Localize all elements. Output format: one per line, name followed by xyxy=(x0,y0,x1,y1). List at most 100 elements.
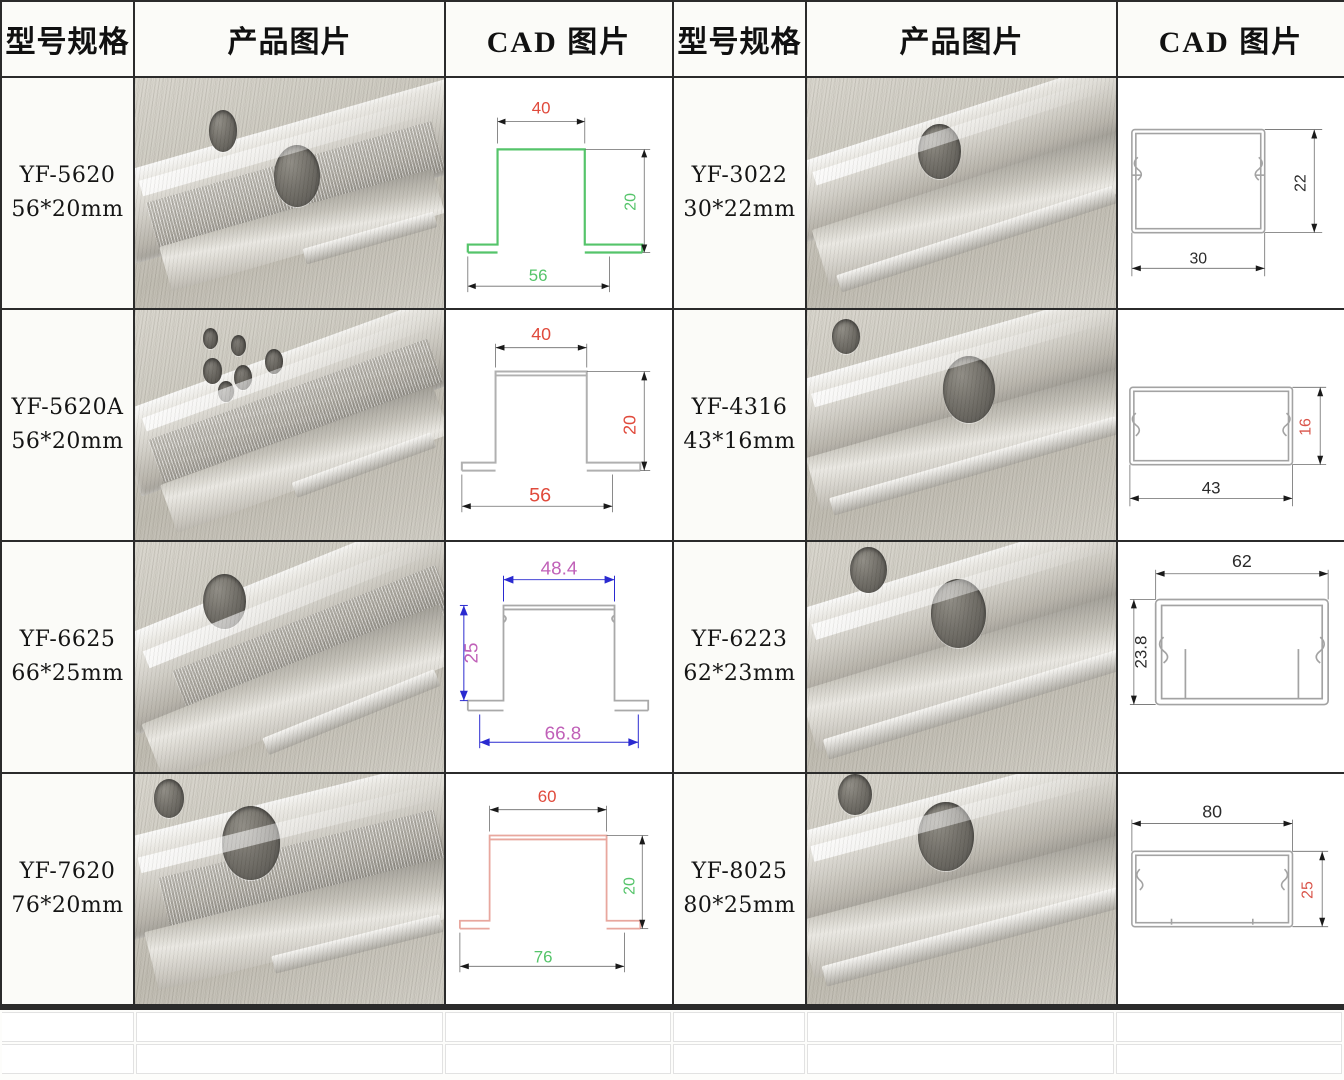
cad-profile-drawing: 60 20 76 xyxy=(446,774,672,1004)
profile-outline xyxy=(458,834,642,930)
table-row: YF-6625 66*25mm xyxy=(0,540,1344,774)
cad-top-dimension: 48.4 xyxy=(541,558,578,579)
header-cad-left: CAD 图片 xyxy=(444,0,674,78)
cad-top-dimension: 40 xyxy=(532,99,551,118)
cad-profile-drawing: 40 20 56 xyxy=(446,78,672,308)
empty-cell xyxy=(672,1044,805,1074)
aluminium-box-photo xyxy=(807,310,1116,540)
dimension-lines xyxy=(459,805,649,973)
model-size: 30*22mm xyxy=(683,197,796,222)
cad-drawing-cell: 16 43 xyxy=(1116,308,1344,542)
product-photo-cell xyxy=(805,772,1118,1006)
model-cell: YF-6223 62*23mm xyxy=(672,540,807,774)
aluminium-box-photo xyxy=(807,774,1116,1004)
header-photo-right: 产品图片 xyxy=(805,0,1118,78)
model-cell: YF-7620 76*20mm xyxy=(0,772,135,1006)
cad-side-dimension: 22 xyxy=(1292,174,1309,192)
empty-row xyxy=(2,1044,1342,1074)
model-size: 56*20mm xyxy=(11,429,124,454)
cad-profile-drawing: 16 43 xyxy=(1118,310,1344,540)
aluminium-channel-photo xyxy=(135,78,444,308)
model-size: 56*20mm xyxy=(11,197,124,222)
aluminium-box-photo xyxy=(807,542,1116,772)
cad-bottom-dimension: 56 xyxy=(529,484,551,506)
profile-outline xyxy=(466,148,644,254)
model-cell: YF-4316 43*16mm xyxy=(672,308,807,542)
empty-cell xyxy=(1116,1044,1342,1074)
header-photo-left: 产品图片 xyxy=(133,0,446,78)
empty-row xyxy=(2,1012,1342,1042)
dimension-lines xyxy=(1131,129,1323,277)
table-bottom-border xyxy=(0,1006,1344,1010)
empty-cell xyxy=(672,1012,805,1042)
model-code: YF-3022 xyxy=(691,162,788,188)
cad-bottom-dimension: 76 xyxy=(534,947,553,966)
product-photo-cell xyxy=(805,76,1118,310)
model-size: 66*25mm xyxy=(11,661,124,686)
model-size: 62*23mm xyxy=(683,661,796,686)
empty-cell xyxy=(135,1044,444,1074)
header-model-right: 型号规格 xyxy=(672,0,807,78)
profile-outline xyxy=(460,370,642,472)
cad-side-dimension: 16 xyxy=(1297,418,1314,436)
model-size: 76*20mm xyxy=(11,893,124,918)
aluminium-box-photo xyxy=(807,78,1116,308)
cad-drawing-cell: 48.4 25 66.8 xyxy=(444,540,674,774)
cad-bottom-dimension: 66.8 xyxy=(545,722,582,743)
cad-side-dimension: 25 xyxy=(461,643,482,664)
cad-side-dimension: 25 xyxy=(1299,881,1316,899)
specification-table: 型号规格 产品图片 CAD 图片 型号规格 产品图片 CAD 图片 YF-562… xyxy=(0,0,1344,1006)
model-size: 80*25mm xyxy=(683,893,796,918)
cad-profile-drawing: 62 23.8 xyxy=(1118,542,1344,772)
cad-top-dimension: 62 xyxy=(1232,551,1252,571)
empty-cell xyxy=(445,1012,671,1042)
dimension-lines xyxy=(1129,386,1327,507)
dimension-lines xyxy=(459,575,639,749)
dimension-lines xyxy=(467,117,651,293)
header-model-left: 型号规格 xyxy=(0,0,135,78)
product-photo-cell xyxy=(133,540,446,774)
table-row: YF-7620 76*20mm xyxy=(0,772,1344,1006)
cad-top-dimension: 80 xyxy=(1202,802,1222,822)
empty-cell xyxy=(135,1012,444,1042)
cad-top-dimension: 60 xyxy=(538,787,557,806)
table-body: YF-5620 56*20mm xyxy=(0,76,1344,1006)
empty-grid-rows xyxy=(0,1010,1344,1076)
model-cell: YF-5620 56*20mm xyxy=(0,76,135,310)
dimension-lines xyxy=(461,343,651,513)
table-header: 型号规格 产品图片 CAD 图片 型号规格 产品图片 CAD 图片 xyxy=(0,0,1344,78)
product-photo-cell xyxy=(805,308,1118,542)
empty-cell xyxy=(806,1012,1115,1042)
aluminium-channel-photo xyxy=(135,542,444,772)
dimension-lines xyxy=(1129,569,1329,705)
empty-cell xyxy=(445,1044,671,1074)
model-code: YF-6223 xyxy=(691,626,788,652)
product-photo-cell xyxy=(133,76,446,310)
cad-drawing-cell: 22 30 xyxy=(1116,76,1344,310)
cad-side-dimension: 20 xyxy=(622,193,639,211)
product-photo-cell xyxy=(805,540,1118,774)
cad-drawing-cell: 40 20 56 xyxy=(444,76,674,310)
header-cad-right: CAD 图片 xyxy=(1116,0,1344,78)
cad-drawing-cell: 60 20 76 xyxy=(444,772,674,1006)
empty-cell xyxy=(806,1044,1115,1074)
table-row: YF-5620 56*20mm xyxy=(0,76,1344,310)
model-code: YF-8025 xyxy=(691,858,788,884)
cad-drawing-cell: 62 23.8 xyxy=(1116,540,1344,774)
cad-bottom-dimension: 30 xyxy=(1189,250,1207,267)
cad-side-dimension: 23.8 xyxy=(1132,636,1151,669)
cad-profile-drawing: 80 25 xyxy=(1118,774,1344,1004)
aluminium-channel-photo xyxy=(135,774,444,1004)
model-cell: YF-6625 66*25mm xyxy=(0,540,135,774)
model-code: YF-5620A xyxy=(11,394,124,420)
profile-outline xyxy=(1131,128,1266,234)
dimension-lines xyxy=(1131,819,1329,928)
cad-side-dimension: 20 xyxy=(621,877,638,895)
aluminium-channel-photo xyxy=(135,310,444,540)
empty-cell xyxy=(2,1012,134,1042)
cad-profile-drawing: 40 20 56 xyxy=(446,310,672,540)
profile-outline xyxy=(1129,386,1294,466)
cad-profile-drawing: 22 30 xyxy=(1118,78,1344,308)
cad-drawing-cell: 80 25 xyxy=(1116,772,1344,1006)
